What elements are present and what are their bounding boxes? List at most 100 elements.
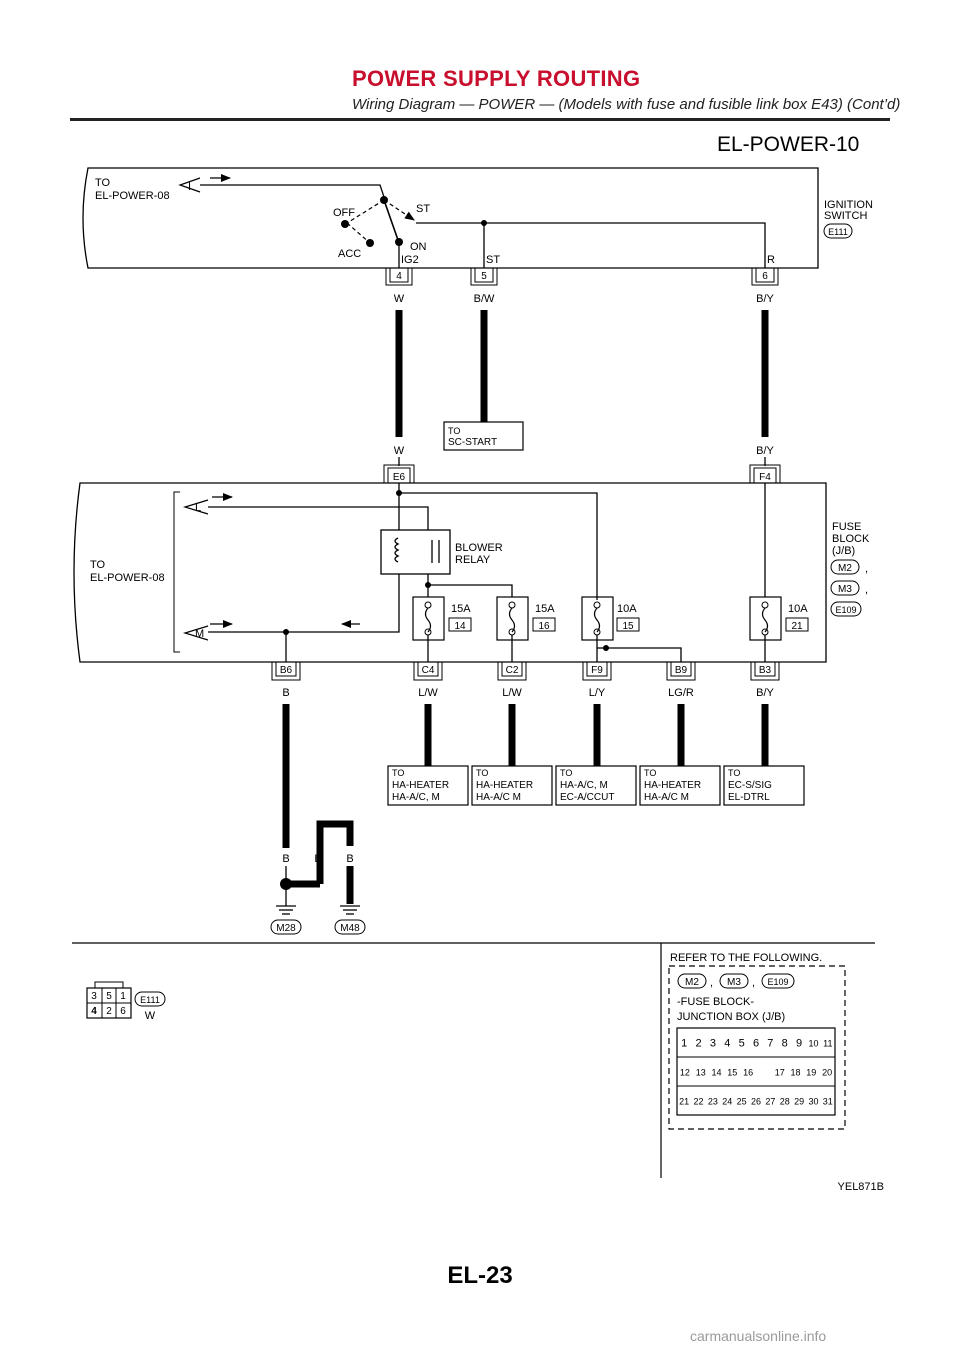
pos-on-label: ON bbox=[410, 241, 427, 253]
fuse-15-top bbox=[593, 601, 601, 609]
pin-box-4 bbox=[389, 267, 409, 283]
b9-box bbox=[670, 661, 692, 677]
connector-e109-text: E109 bbox=[835, 605, 856, 615]
dest-2-line2: HA-HEATER bbox=[476, 780, 533, 791]
jb-pin-cell: 6 bbox=[753, 1038, 759, 1050]
connector-e109-badge bbox=[830, 601, 862, 617]
jb-pin-cell: 25 bbox=[737, 1097, 747, 1107]
dest-box-4 bbox=[639, 765, 721, 806]
connector-m3-sep: , bbox=[865, 584, 868, 596]
thick-wires-upper bbox=[395, 310, 769, 437]
pos-acc-label: ACC bbox=[338, 248, 361, 260]
fuse-16-box bbox=[496, 596, 529, 641]
page-title: POWER SUPPLY ROUTING bbox=[352, 66, 641, 91]
fuse-to-line1: TO bbox=[90, 559, 106, 571]
f9-label: F9 bbox=[591, 665, 603, 676]
pin-box-5 bbox=[474, 267, 494, 283]
refer-section: REFER TO THE FOLLOWING. M2 , M3 , E109 -… bbox=[668, 952, 846, 1130]
switch-blade bbox=[383, 199, 399, 241]
jb-pin-cell: 11 bbox=[823, 1039, 832, 1049]
jb-pin-cell: 8 bbox=[782, 1038, 788, 1050]
c4-shield bbox=[413, 662, 443, 681]
sc-start-box bbox=[443, 421, 524, 451]
wire-color-b6: B bbox=[282, 687, 289, 699]
c2-label: C2 bbox=[506, 665, 519, 676]
jb-pin-cell: 2 bbox=[695, 1038, 701, 1050]
fuse-21-amp: 10A bbox=[788, 603, 808, 615]
fuse-21-box bbox=[749, 596, 782, 641]
wire-color-c2: L/W bbox=[502, 687, 522, 699]
jb-pin-cell: 30 bbox=[808, 1097, 818, 1107]
dest-5-line3: EL-DTRL bbox=[728, 792, 770, 803]
ignition-frame bbox=[82, 167, 819, 269]
jb-pin-cell: 14 bbox=[711, 1068, 721, 1078]
pos-off-label: OFF bbox=[333, 207, 355, 219]
ground-m48-badge bbox=[334, 919, 366, 935]
fuse-14-top bbox=[424, 601, 432, 609]
dest-box-2 bbox=[471, 765, 553, 806]
connector-m2-text: M2 bbox=[838, 563, 852, 574]
dest-1-line2: HA-HEATER bbox=[392, 780, 449, 791]
jb-pin-cell: 1 bbox=[681, 1038, 687, 1050]
wire-color-w-top: W bbox=[394, 293, 405, 305]
e111-face-tab bbox=[94, 981, 124, 989]
page-subtitle: Wiring Diagram — POWER — (Models with fu… bbox=[352, 96, 901, 113]
ground-m28-badge bbox=[270, 919, 302, 935]
e111-connector-view: 3 5 1 4 2 6 E111 W bbox=[86, 981, 166, 1022]
e111-cell-2: 2 bbox=[106, 1006, 112, 1017]
switch-contact-off bbox=[341, 220, 349, 228]
ignition-to-line2: EL-POWER-08 bbox=[95, 190, 170, 202]
b3-box bbox=[754, 661, 776, 677]
wire-st-r-bus bbox=[416, 222, 766, 268]
b9-label: B9 bbox=[675, 665, 688, 676]
dest-4-line3: HA-A/C M bbox=[644, 792, 689, 803]
refer-line2: JUNCTION BOX (J/B) bbox=[677, 1011, 785, 1023]
dest-box-1 bbox=[387, 765, 469, 806]
fuse-14-num-box bbox=[448, 617, 472, 632]
e111-cell-4: 4 bbox=[91, 1006, 97, 1017]
e111-view-text: E111 bbox=[140, 995, 160, 1005]
relay-coil-icon bbox=[394, 537, 400, 563]
dest-5-line1: TO bbox=[728, 768, 740, 778]
jb-pin-cell: 9 bbox=[796, 1038, 802, 1050]
page-number: EL-23 bbox=[447, 1262, 513, 1289]
switch-dash-st bbox=[383, 199, 415, 221]
switch-dash-off bbox=[346, 199, 385, 224]
fuse-15-num-box bbox=[616, 617, 640, 632]
connector-m2-badge bbox=[830, 559, 860, 575]
jb-pin-cell: 24 bbox=[722, 1097, 732, 1107]
b6-shield bbox=[271, 662, 301, 681]
terminal-l-label: L bbox=[195, 502, 201, 514]
e111-view-color: W bbox=[145, 1010, 156, 1022]
bottom-pins: B6 C4 C2 F9 B9 B3 B L/W L/W L/Y LG/R B/Y bbox=[271, 661, 780, 699]
refer-m2-badge bbox=[677, 973, 707, 989]
e111-cell-1: 1 bbox=[120, 991, 126, 1002]
dest-3-line3: EC-A/CCUT bbox=[560, 792, 614, 803]
switch-contact-acc bbox=[366, 239, 374, 247]
fuse-21-icon bbox=[761, 607, 769, 633]
watermark: carmanualsonline.info bbox=[690, 1328, 827, 1344]
dest-2-line1: TO bbox=[476, 768, 488, 778]
b3-label: B3 bbox=[759, 665, 772, 676]
jb-pin-cell: 26 bbox=[751, 1097, 761, 1107]
pin-shield-6 bbox=[751, 268, 779, 286]
dest-3-line2: HA-A/C, M bbox=[560, 780, 608, 791]
connector-e111-badge bbox=[823, 223, 853, 239]
e111-cell-5: 5 bbox=[106, 991, 112, 1002]
refer-m3-text: M3 bbox=[727, 977, 741, 988]
thick-wires-lower bbox=[282, 704, 769, 904]
f4-label: F4 bbox=[759, 472, 771, 483]
fuse-14-amp: 15A bbox=[451, 603, 471, 615]
jb-pin-cell: 4 bbox=[724, 1038, 730, 1050]
f9-shield bbox=[582, 662, 612, 681]
ignition-to-line1: TO bbox=[95, 177, 111, 189]
fuse-block-label-3: (J/B) bbox=[832, 545, 855, 557]
fuse-block-frame bbox=[73, 482, 827, 663]
fuse-block-label-2: BLOCK bbox=[832, 533, 870, 545]
ignition-switch-section: TO EL-POWER-08 I OFF ACC ON ST IG2 ST R … bbox=[82, 167, 873, 269]
pos-st-label: ST bbox=[416, 203, 430, 215]
terminal-i-box bbox=[178, 177, 201, 193]
dest-2-line3: HA-A/C M bbox=[476, 792, 521, 803]
